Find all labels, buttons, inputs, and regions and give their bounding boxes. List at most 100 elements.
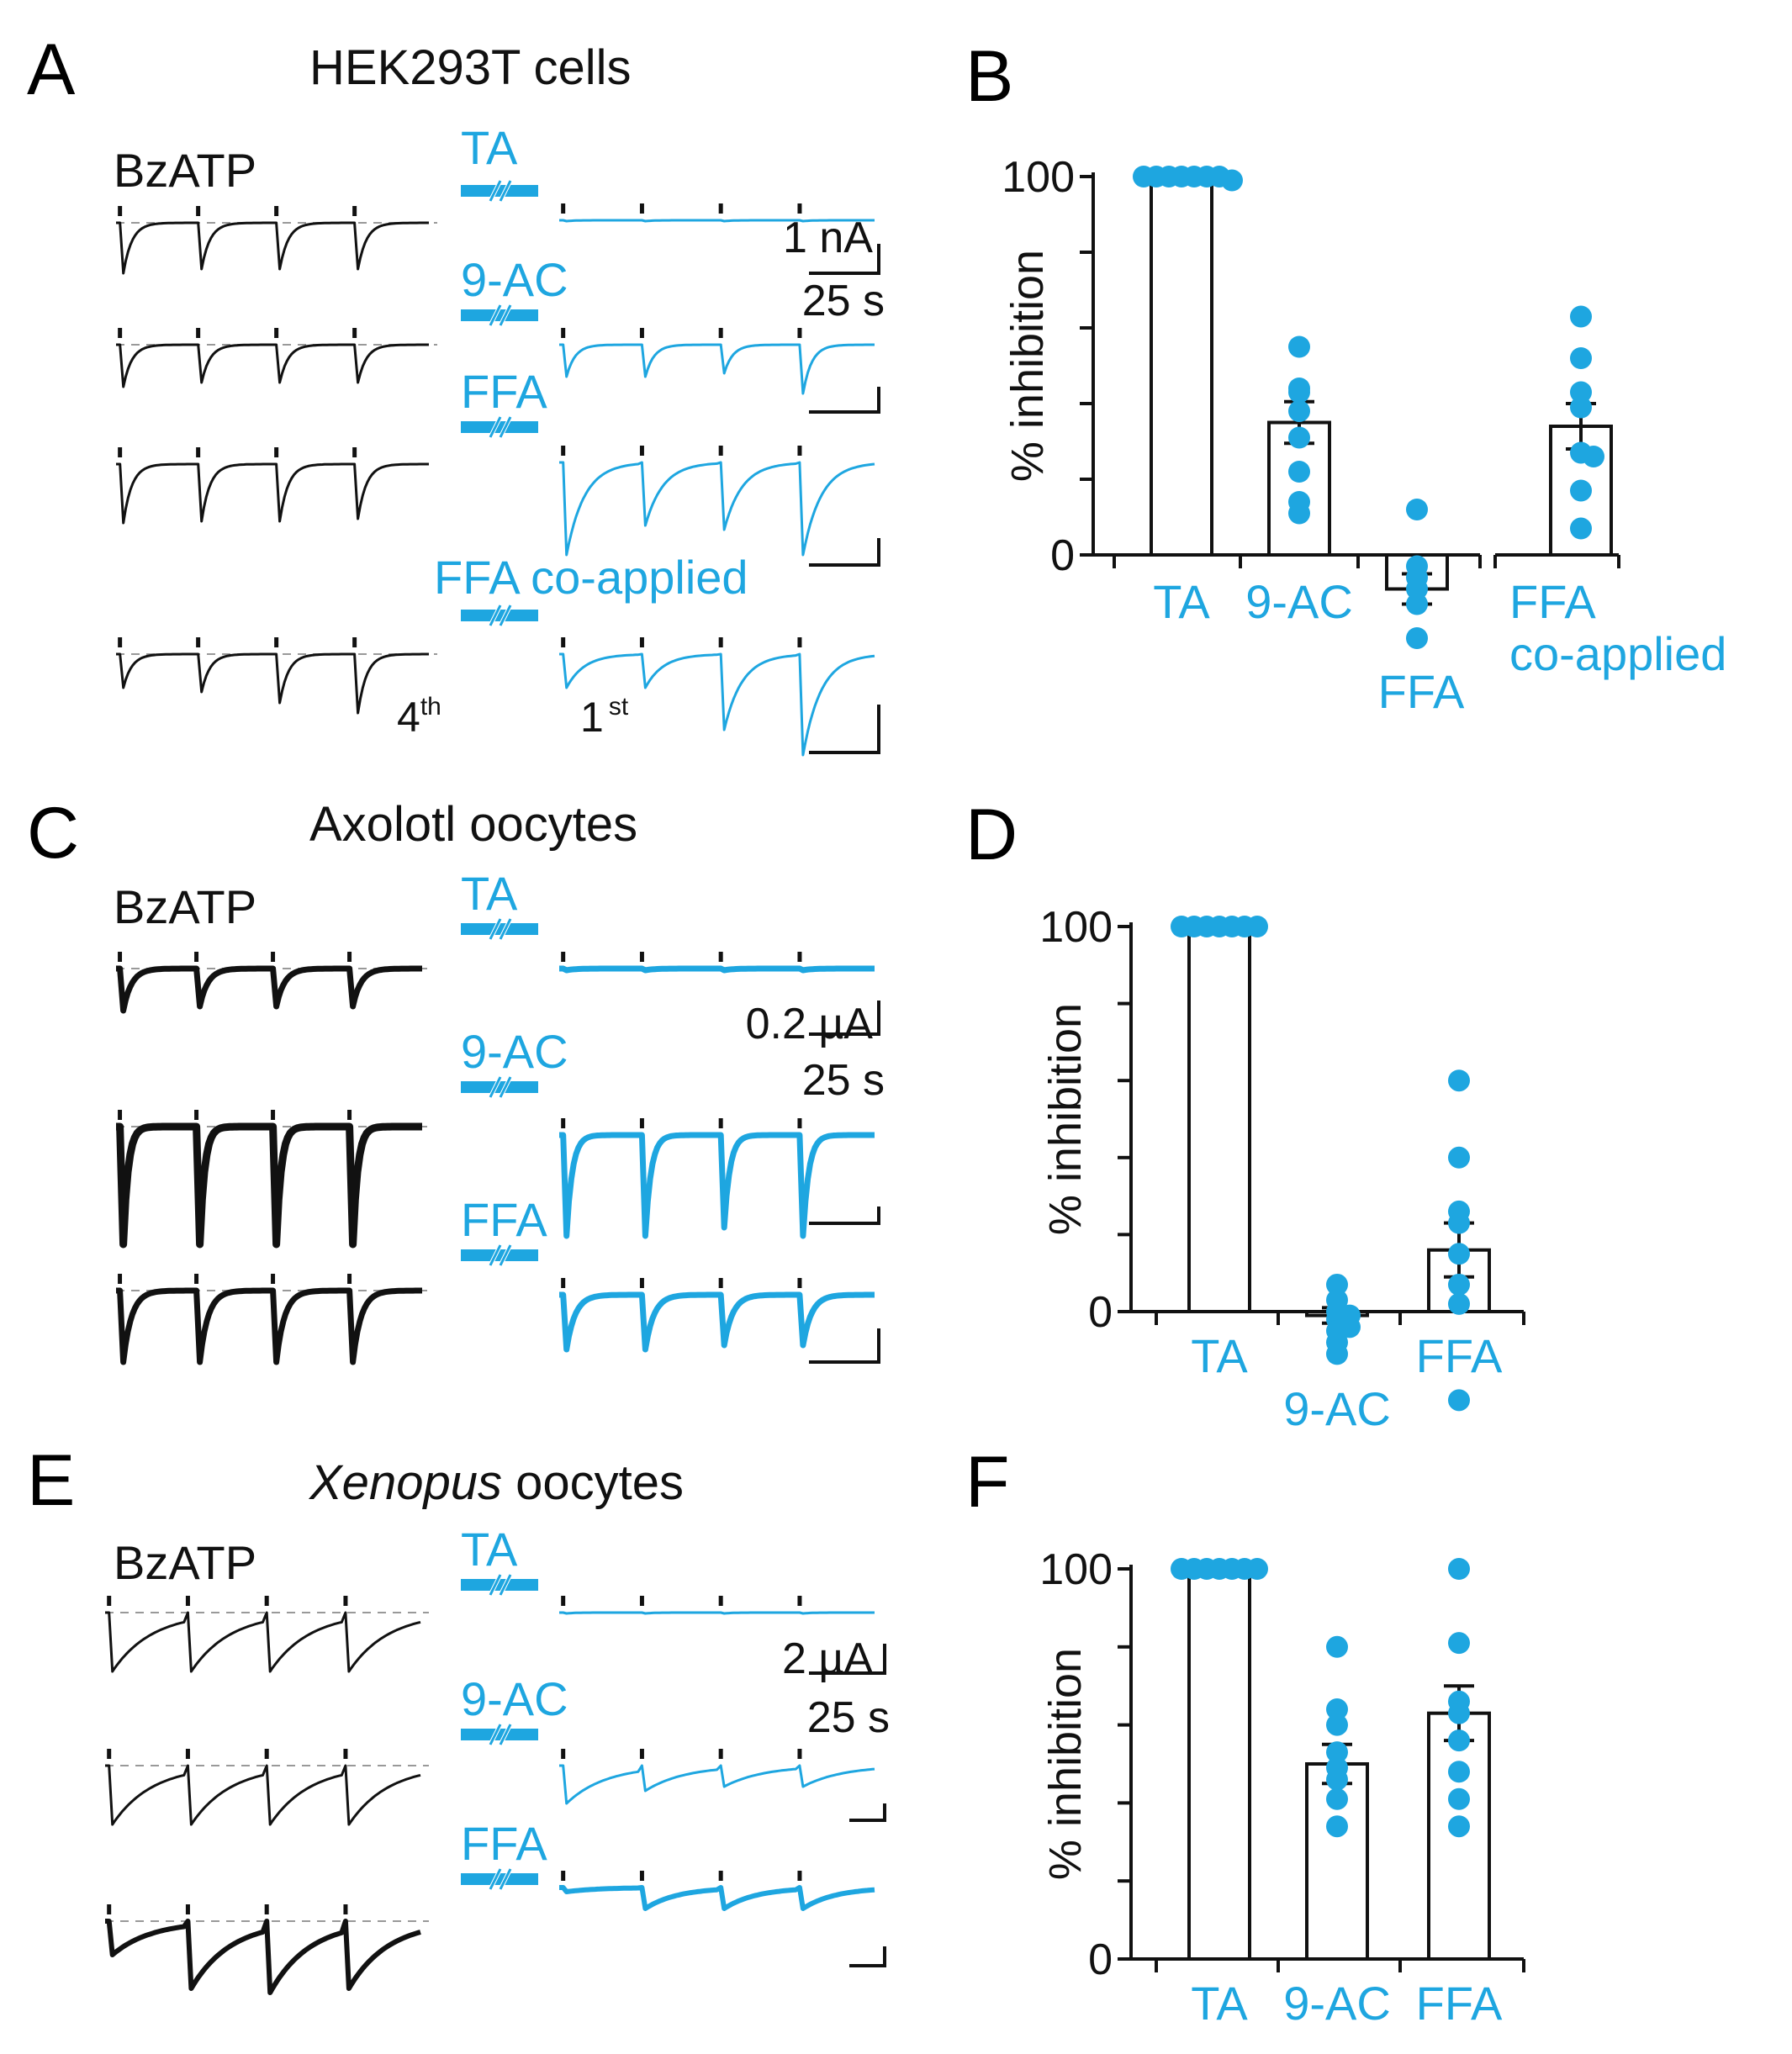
chart-d-y-tick-label: 100 <box>1039 903 1113 952</box>
chart-f-category-label: 9-AC <box>1283 1977 1391 2030</box>
panel-letter-c: C <box>27 793 79 874</box>
trace-e-9ac <box>559 1764 875 1805</box>
pulse-label-1st-num: 1 <box>580 694 604 741</box>
trace-a-ctrl-3 <box>116 462 429 525</box>
chart-b-data-point <box>1288 381 1310 404</box>
blocker-bar-c-ffa-slash2 <box>499 1244 512 1266</box>
chart-b-data-point <box>1570 347 1592 369</box>
scale-time-label-c: 25 s <box>802 1056 885 1105</box>
chart-d-data-point <box>1326 1343 1348 1365</box>
chart-d-data-point <box>1448 1273 1470 1296</box>
chart-d-bar <box>1187 925 1251 1313</box>
row-title-e-rest: oocytes <box>502 1455 684 1510</box>
chart-d-category-label: 9-AC <box>1283 1382 1391 1435</box>
trace-a-ctrl-1 <box>116 221 429 275</box>
chart-d-data-point <box>1448 1212 1470 1234</box>
chart-b-data-point <box>1570 305 1592 328</box>
chart-b-y-tick-label: 100 <box>1002 153 1075 202</box>
blocker-bar-c-9ac-bar <box>461 1081 538 1093</box>
trace-e-ctrl-2 <box>105 1764 421 1826</box>
chart-f-y-tick-label: 100 <box>1039 1545 1113 1594</box>
blocker-bar-e-ta-slash1 <box>489 1574 502 1596</box>
chart-f-data-point <box>1448 1815 1470 1838</box>
chart-b-data-point <box>1133 166 1155 187</box>
agonist-label-e: BzATP <box>114 1536 256 1589</box>
panel-letter-f: F <box>965 1442 1010 1523</box>
row-title-e: Xenopus oocytes <box>308 1455 684 1510</box>
chart-b-data-point <box>1288 426 1310 449</box>
chart-d-data-point <box>1448 1243 1470 1265</box>
blocker-bar-e-ta-bar <box>461 1579 538 1591</box>
trace-e-ffa <box>559 1885 875 1911</box>
chart-b-data-point <box>1221 169 1243 192</box>
chart-b-category-label: TA <box>1153 575 1210 628</box>
chart-d-category-label: TA <box>1191 1329 1248 1382</box>
chart-b-category-label: 9-AC <box>1245 575 1353 628</box>
blocker-bar-c-ta-slash2 <box>499 918 512 940</box>
pulse-label-4th: 4th <box>397 693 441 741</box>
blocker-bar-a-ffa-bar <box>461 421 538 433</box>
blocker-bar-a-ffa-co-bar <box>461 610 538 621</box>
chart-b-data-point <box>1288 400 1310 422</box>
blocker-bar-c-ta-bar <box>461 923 538 935</box>
trace-c-ffa <box>559 1291 875 1353</box>
blocker-label-c-ta: TA <box>461 867 518 920</box>
chart-d-data-point <box>1326 1273 1348 1296</box>
trace-a-ffa <box>559 461 875 557</box>
panel-letter-e: E <box>27 1440 75 1521</box>
blocker-bar-e-9ac-bar <box>461 1729 538 1740</box>
pulse-label-4th-num: 4 <box>397 694 420 741</box>
blocker-bar-a-9ac-slash1 <box>489 304 502 326</box>
blocker-bar-a-ta-bar <box>461 185 538 197</box>
blocker-label-e-9ac: 9-AC <box>461 1672 568 1725</box>
blocker-bar-a-ta-slash2 <box>499 180 512 202</box>
blocker-bar-c-9ac-slash1 <box>489 1076 502 1098</box>
chart-f-data-point <box>1246 1558 1268 1580</box>
chart-d-y-label: % inhibition <box>1040 1003 1091 1235</box>
blocker-bar-a-ffa-co-slash1 <box>489 605 502 626</box>
trace-c-ctrl-1 <box>116 965 423 1014</box>
blocker-bar-c-ta-slash1 <box>489 918 502 940</box>
blocker-label-a-ta: TA <box>461 121 518 174</box>
trace-e-ctrl-1 <box>105 1611 421 1673</box>
scale-time-label-a: 25 s <box>802 277 885 325</box>
chart-b-category-label: FFA <box>1378 665 1465 718</box>
agonist-label-c: BzATP <box>114 880 256 933</box>
blocker-bar-e-ffa-slash2 <box>499 1868 512 1890</box>
scale-bar-e-1 <box>809 1644 886 1675</box>
chart-f-data-point <box>1448 1761 1470 1783</box>
chart-d-data-point <box>1448 1146 1470 1169</box>
blocker-label-c-ffa: FFA <box>461 1193 547 1246</box>
blocker-bar-a-ffa-co-slash2 <box>499 605 512 626</box>
blocker-bar-e-9ac-slash1 <box>489 1724 502 1745</box>
chart-d-data-point <box>1448 1292 1470 1315</box>
chart-b-data-point <box>1288 502 1310 525</box>
chart-b-data-point <box>1288 335 1310 358</box>
chart-f-category-label: FFA <box>1416 1977 1503 2030</box>
chart-b-data-point <box>1583 446 1604 467</box>
chart-b-data-point <box>1288 461 1310 483</box>
blocker-bar-a-9ac-bar <box>461 309 538 321</box>
blocker-bar-a-ffa-slash2 <box>499 416 512 438</box>
blocker-bar-e-ffa-slash1 <box>489 1868 502 1890</box>
trace-c-ctrl-3 <box>116 1287 423 1365</box>
scale-bar-c-2 <box>809 1207 880 1225</box>
row-title-c: Axolotl oocytes <box>309 797 637 852</box>
panel-letter-d: D <box>965 795 1018 875</box>
scale-amp-label-c: 0.2 µA <box>746 1000 874 1048</box>
trace-a-ctrl-4 <box>116 652 429 715</box>
blocker-label-a-9ac: 9-AC <box>461 253 568 306</box>
trace-a-9ac <box>559 343 875 395</box>
chart-b-data-point <box>1406 578 1428 600</box>
chart-b-bar <box>1150 175 1213 557</box>
trace-a-ffa-co <box>559 652 875 757</box>
row-title-a: HEK293T cells <box>309 40 632 95</box>
chart-f-data-point <box>1326 1787 1348 1810</box>
chart-f-data-point <box>1448 1729 1470 1752</box>
chart-f-data-point <box>1326 1741 1348 1764</box>
chart-f-y-tick-label: 0 <box>1088 1935 1113 1984</box>
scale-amp-label-a: 1 nA <box>783 214 873 262</box>
